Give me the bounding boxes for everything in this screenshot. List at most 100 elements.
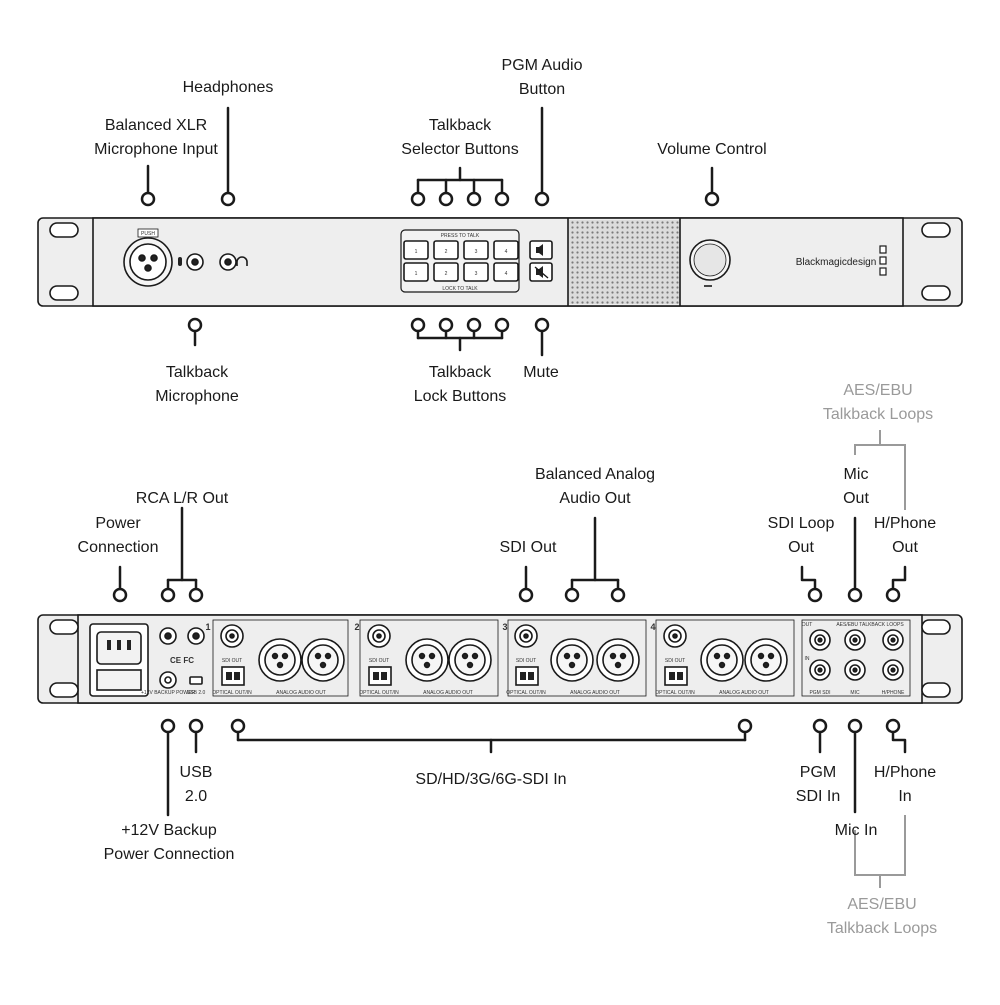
rack-ear-hole bbox=[49, 619, 79, 635]
rack-ear-hole bbox=[49, 285, 79, 301]
channel-number-1: 1 bbox=[205, 622, 210, 632]
selector-number-1: 1 bbox=[415, 249, 418, 255]
lock-button-2 bbox=[433, 262, 459, 282]
channel-module-4 bbox=[655, 619, 795, 697]
rack-ear-hole bbox=[921, 682, 951, 698]
press-to-talk-label: PRESS TO TALK bbox=[441, 233, 480, 239]
label-usb: USB 2.0 bbox=[179, 764, 213, 805]
callout-dot-8 bbox=[704, 191, 720, 207]
callout-dot-15 bbox=[112, 587, 128, 603]
rack-ear-hole bbox=[921, 222, 951, 238]
callout-dot-2 bbox=[220, 191, 236, 207]
callout-dot-9 bbox=[187, 317, 203, 333]
callout-dot-11 bbox=[438, 317, 454, 333]
pgm-sdi-label: PGM SDI bbox=[809, 690, 830, 696]
speaker-grille bbox=[568, 220, 680, 304]
talkback-loop-section bbox=[801, 619, 911, 697]
headphones-icon bbox=[236, 256, 248, 266]
callout-dot-17 bbox=[188, 587, 204, 603]
rack-ear-hole bbox=[921, 619, 951, 635]
usb-label: USB 2.0 bbox=[187, 690, 206, 696]
label-talkback-selector-buttons: Talkback Selector Buttons bbox=[401, 117, 519, 158]
callout-dot-22 bbox=[847, 587, 863, 603]
callout-dot-7 bbox=[534, 191, 550, 207]
channel-number-4: 4 bbox=[650, 622, 655, 632]
xlr-connector bbox=[123, 237, 173, 287]
rear-panel bbox=[37, 614, 963, 704]
callout-dot-21 bbox=[807, 587, 823, 603]
callout-dot-5 bbox=[466, 191, 482, 207]
lock-number-1: 1 bbox=[415, 271, 418, 277]
out-mark: OUT bbox=[802, 622, 813, 628]
callout-dot-1 bbox=[140, 191, 156, 207]
callout-dot-12 bbox=[466, 317, 482, 333]
callout-dot-19 bbox=[564, 587, 580, 603]
label-balanced-xlr-input: Balanced XLR Microphone Input bbox=[94, 117, 218, 158]
usb-port bbox=[189, 676, 203, 685]
label-mic-out: Mic Out bbox=[843, 466, 869, 507]
label-aes-ebu-top: AES/EBU Talkback Loops bbox=[822, 382, 934, 423]
channel-module-3 bbox=[507, 619, 647, 697]
callout-dot-14 bbox=[534, 317, 550, 333]
label-talkback-microphone: Talkback Microphone bbox=[155, 364, 239, 405]
aes-brackets bbox=[854, 430, 906, 888]
callout-dot-23 bbox=[885, 587, 901, 603]
channel-module-1 bbox=[212, 619, 349, 697]
callout-dot-29 bbox=[847, 718, 863, 734]
label-sdi-in: SD/HD/3G/6G-SDI In bbox=[415, 771, 567, 788]
optical-label-1: OPTICAL OUT/IN bbox=[212, 690, 252, 696]
selector-number-3: 3 bbox=[475, 249, 478, 255]
sdi-out-label-3: SDI OUT bbox=[516, 658, 536, 664]
selector-button-4 bbox=[493, 240, 519, 260]
callout-dots bbox=[112, 191, 901, 734]
selector-button-1 bbox=[403, 240, 429, 260]
label-sdi-out: SDI Out bbox=[499, 539, 557, 556]
callout-dot-25 bbox=[188, 718, 204, 734]
talkback-mic-icon bbox=[178, 257, 182, 266]
selector-button-2 bbox=[433, 240, 459, 260]
label-talkback-lock-buttons: Talkback Lock Buttons bbox=[413, 364, 507, 405]
push-label: PUSH bbox=[141, 231, 155, 237]
callout-dot-6 bbox=[494, 191, 510, 207]
label-pgm-audio-button: PGM Audio Button bbox=[501, 57, 583, 98]
callout-dot-30 bbox=[885, 718, 901, 734]
label-mic-in: Mic In bbox=[834, 822, 878, 839]
callout-dot-13 bbox=[494, 317, 510, 333]
lock-button-4 bbox=[493, 262, 519, 282]
callout-dot-26 bbox=[230, 718, 246, 734]
label-volume-control: Volume Control bbox=[657, 141, 767, 158]
analog-label-3: ANALOG AUDIO OUT bbox=[570, 690, 620, 696]
lock-number-3: 3 bbox=[475, 271, 478, 277]
label-mute: Mute bbox=[523, 364, 559, 381]
label-power-connection: Power Connection bbox=[77, 515, 159, 556]
sdi-out-label-2: SDI OUT bbox=[369, 658, 389, 664]
brand-text: Blackmagicdesign bbox=[796, 257, 877, 268]
lock-button-3 bbox=[463, 262, 489, 282]
channel-number-3: 3 bbox=[502, 622, 507, 632]
analog-label-4: ANALOG AUDIO OUT bbox=[719, 690, 769, 696]
callout-dot-28 bbox=[812, 718, 828, 734]
sdi-out-label-4: SDI OUT bbox=[665, 658, 685, 664]
backup-power-label: +12V BACKUP POWER bbox=[141, 690, 195, 696]
rear-callout-lines bbox=[118, 506, 907, 817]
rack-ear-hole bbox=[921, 285, 951, 301]
ce-marks: CE FC bbox=[170, 656, 194, 665]
front-panel bbox=[37, 217, 963, 307]
speaker-icon bbox=[536, 244, 543, 256]
in-mark: IN bbox=[805, 656, 810, 662]
label-rca-lr-out: RCA L/R Out bbox=[135, 490, 229, 507]
optical-label-4: OPTICAL OUT/IN bbox=[655, 690, 695, 696]
label-hphone-in: H/Phone In bbox=[873, 764, 937, 805]
label-aes-ebu-bottom: AES/EBU Talkback Loops bbox=[826, 896, 938, 937]
label-sdi-loop-out: SDI Loop Out bbox=[767, 515, 835, 556]
label-hphone-out: H/Phone Out bbox=[873, 515, 937, 556]
selector-number-4: 4 bbox=[505, 249, 508, 255]
callout-dot-4 bbox=[438, 191, 454, 207]
mic-label: MIC bbox=[850, 690, 860, 696]
channel-number-2: 2 bbox=[354, 622, 359, 632]
analog-label-2: ANALOG AUDIO OUT bbox=[423, 690, 473, 696]
analog-label-1: ANALOG AUDIO OUT bbox=[276, 690, 326, 696]
callout-dot-16 bbox=[160, 587, 176, 603]
rack-ear-hole bbox=[49, 222, 79, 238]
lock-button-1 bbox=[403, 262, 429, 282]
